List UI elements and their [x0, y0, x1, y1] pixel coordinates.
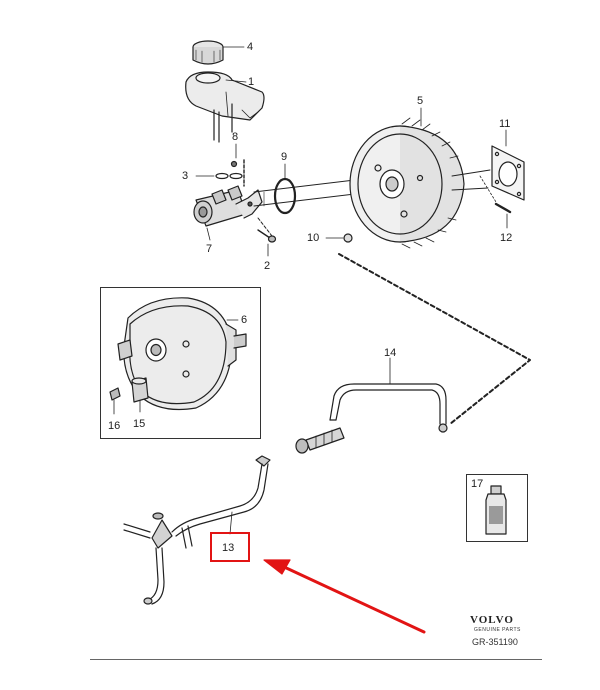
brake-booster [349, 117, 491, 249]
seal-rings [215, 172, 243, 180]
callout-7: 7 [206, 243, 213, 255]
o-ring [273, 177, 297, 215]
leader-lines [113, 46, 508, 535]
reference-number: GR-351190 [472, 637, 518, 647]
highlight-arrow [263, 559, 426, 634]
grommet [343, 233, 353, 243]
callout-3: 3 [182, 170, 189, 182]
callout-11: 11 [499, 118, 511, 130]
callout-14: 14 [384, 347, 397, 359]
callout-17: 17 [471, 478, 484, 490]
bolt-2 [257, 229, 277, 243]
callout-1: 1 [248, 76, 255, 88]
callout-13: 13 [222, 542, 235, 554]
mounting-gasket [491, 145, 525, 201]
callout-5: 5 [417, 95, 424, 107]
bottle-frame [466, 474, 528, 542]
reservoir-cap [192, 40, 224, 65]
callout-15: 15 [133, 418, 146, 430]
vacuum-hose-14 [329, 383, 448, 433]
master-cylinder [193, 185, 263, 227]
callout-16: 16 [108, 420, 121, 432]
inset-booster [109, 297, 247, 411]
stud-12 [494, 202, 512, 214]
brake-fluid-reservoir [185, 71, 265, 143]
brand-subtitle: GENUINE PARTS [474, 627, 521, 633]
brake-fluid-bottle [485, 485, 507, 535]
callout-13-highlight-box [210, 532, 250, 562]
brand-logo: VOLVO [470, 614, 514, 626]
callout-12: 12 [500, 232, 513, 244]
callout-6: 6 [241, 314, 248, 326]
callout-2: 2 [264, 260, 271, 272]
callout-10: 10 [307, 232, 320, 244]
bottom-rule [90, 659, 542, 660]
check-valve [295, 427, 345, 454]
inset-frame [100, 287, 261, 439]
vacuum-hose-13 [123, 455, 271, 605]
screw-8 [230, 160, 238, 168]
callout-8: 8 [232, 131, 239, 143]
callout-9: 9 [281, 151, 288, 163]
callout-4: 4 [247, 41, 254, 53]
